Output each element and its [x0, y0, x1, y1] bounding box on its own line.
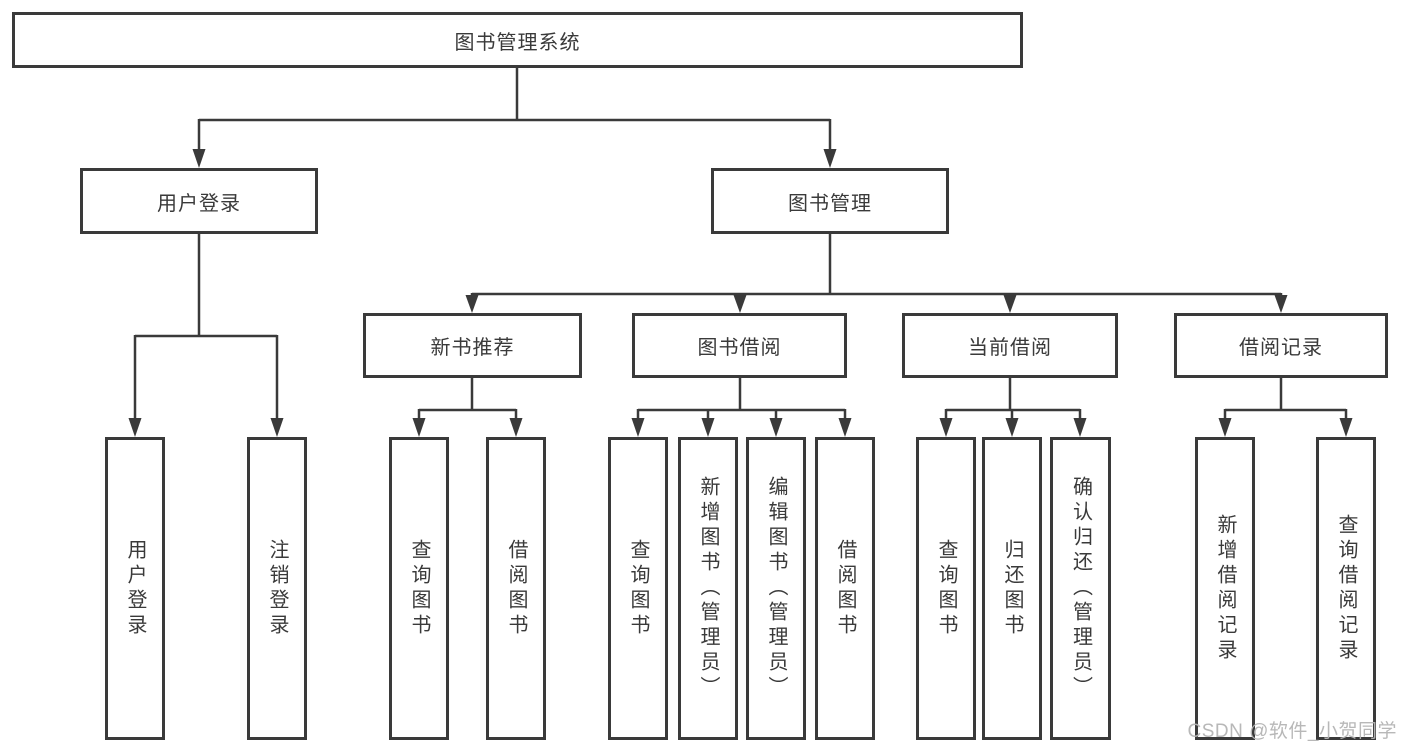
leaf-logout: 注销登录	[247, 437, 307, 740]
node-label: 图书借阅	[697, 337, 782, 359]
leaf-query-borrow-record: 查询借阅记录	[1316, 437, 1376, 740]
node-label: 新书推荐	[430, 337, 515, 359]
node-label: 新增借阅记录	[1214, 513, 1236, 664]
node-label: 借阅图书	[834, 538, 856, 639]
node-label: 用户登录	[124, 538, 146, 639]
leaf-query-books-recommend: 查询图书	[389, 437, 449, 740]
node-library-management-system: 图书管理系统	[12, 12, 1023, 68]
leaf-add-books-admin: 新增图书（管理员）	[678, 437, 738, 740]
arrowheads	[128, 149, 1353, 437]
leaf-add-borrow-record: 新增借阅记录	[1195, 437, 1255, 740]
node-label: 查询图书	[408, 538, 430, 639]
node-new-book-recommend: 新书推荐	[363, 313, 582, 378]
node-book-management: 图书管理	[711, 168, 949, 234]
node-label: 用户登录	[157, 192, 241, 215]
leaf-edit-books-admin: 编辑图书（管理员）	[746, 437, 806, 740]
leaf-query-books-current: 查询图书	[916, 437, 976, 740]
leaf-return-books: 归还图书	[982, 437, 1042, 740]
leaf-query-books-borrowing: 查询图书	[608, 437, 668, 740]
node-label: 新增图书（管理员）	[697, 476, 719, 701]
node-borrowing-records: 借阅记录	[1174, 313, 1388, 378]
node-label: 图书管理	[788, 192, 872, 215]
node-user-login: 用户登录	[80, 168, 318, 234]
leaf-borrow-books: 借阅图书	[815, 437, 875, 740]
csdn-watermark: CSDN @软件_小贺同学	[1187, 721, 1397, 742]
node-label: 注销登录	[266, 538, 288, 639]
leaf-borrow-books-recommend: 借阅图书	[486, 437, 546, 740]
node-label: 借阅图书	[505, 538, 527, 639]
node-label: 编辑图书（管理员）	[765, 476, 787, 701]
leaf-user-login: 用户登录	[105, 437, 165, 740]
node-label: 当前借阅	[968, 337, 1052, 359]
node-label: 查询图书	[935, 538, 957, 639]
node-label: 归还图书	[1001, 538, 1023, 639]
node-current-borrowing: 当前借阅	[902, 313, 1118, 378]
leaf-confirm-return-admin: 确认归还（管理员）	[1050, 437, 1111, 740]
node-label: 图书管理系统	[454, 31, 581, 54]
node-label: 借阅记录	[1239, 337, 1323, 359]
node-book-borrowing: 图书借阅	[632, 313, 847, 378]
node-label: 确认归还（管理员）	[1069, 476, 1092, 701]
node-label: 查询借阅记录	[1335, 513, 1357, 664]
node-label: 查询图书	[627, 538, 649, 639]
